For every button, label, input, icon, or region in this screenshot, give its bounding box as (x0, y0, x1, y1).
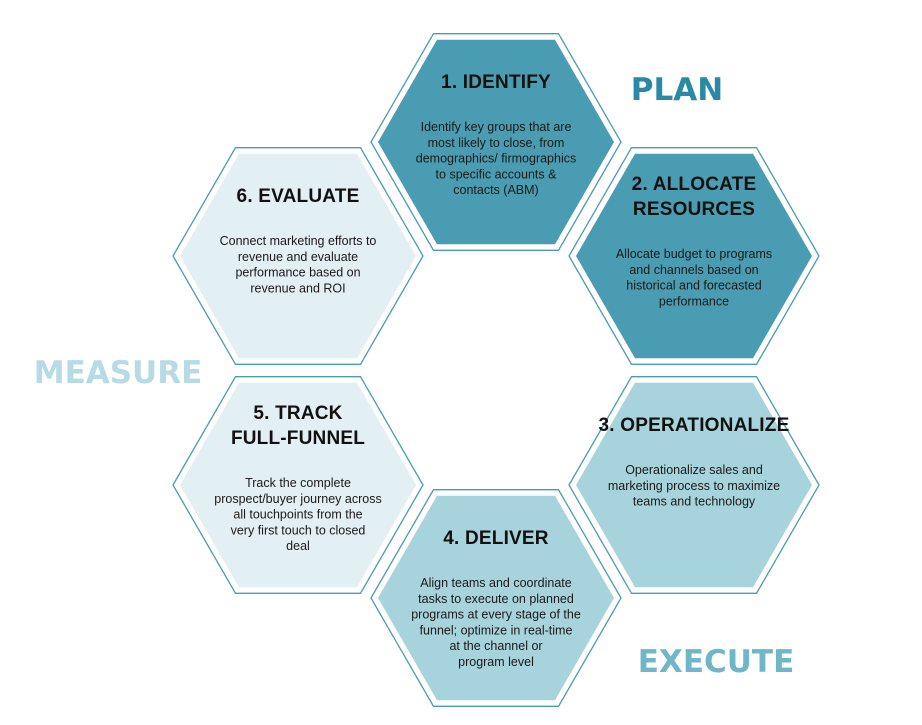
hex-desc-evaluate: performance based on (235, 266, 360, 280)
hex-deliver: 4. DELIVER Align teams and coordinate task… (370, 489, 622, 707)
hex-title-allocate: RESOURCES (633, 199, 755, 220)
hex-fill-identify (378, 39, 614, 245)
hex-title-allocate: 2. ALLOCATE (632, 174, 757, 195)
hex-desc-allocate: historical and forecasted (626, 279, 762, 293)
hex-title-operationalize: 3. OPERATIONALIZE (599, 415, 790, 436)
hex-desc-operationalize: marketing process to maximize (608, 479, 780, 493)
phase-label-plan: PLAN (631, 72, 723, 108)
hex-title-deliver: 4. DELIVER (443, 528, 549, 549)
hex-operationalize: 3. OPERATIONALIZE Operationalize sales an… (568, 376, 820, 594)
hex-evaluate: 6. EVALUATE Connect marketing efforts to r… (172, 147, 424, 365)
hex-fill-evaluate (180, 153, 416, 359)
hexagon-layer: 1. IDENTIFY Identify key groups that are m… (172, 33, 820, 707)
hex-desc-deliver: at the channel or (449, 639, 542, 653)
hex-desc-identify: contacts (ABM) (453, 183, 538, 197)
hex-desc-operationalize: Operationalize sales and (625, 463, 763, 477)
hex-desc-track: deal (286, 539, 310, 553)
hex-desc-track: all touchpoints from the (233, 508, 362, 522)
hex-track: 5. TRACK FULL-FUNNEL Track the complete pro… (172, 376, 424, 594)
hex-fill-deliver (378, 495, 614, 701)
hex-desc-deliver: tasks to execute on planned (418, 592, 574, 606)
hex-title-track: 5. TRACK (253, 403, 342, 424)
hex-desc-deliver: program level (458, 655, 534, 669)
hex-desc-identify: Identify key groups that are (421, 120, 572, 134)
hex-desc-allocate: performance (659, 294, 729, 308)
hex-desc-deliver: Align teams and coordinate (420, 576, 572, 590)
hex-title-track: FULL-FUNNEL (231, 428, 365, 449)
hex-fill-allocate (576, 153, 812, 359)
hex-desc-track: very first touch to closed (231, 523, 366, 537)
hex-desc-identify: to specific accounts & (436, 167, 558, 181)
hex-fill-operationalize (576, 382, 812, 588)
hex-desc-evaluate: revenue and evaluate (238, 250, 358, 264)
hex-desc-deliver: funnel; optimize in real-time (420, 623, 573, 637)
hex-desc-evaluate: Connect marketing efforts to (220, 234, 377, 248)
hex-desc-evaluate: revenue and ROI (250, 281, 345, 295)
hex-desc-allocate: Allocate budget to programs (616, 247, 772, 261)
hex-allocate: 2. ALLOCATE RESOURCES Allocate budget to p… (568, 147, 820, 365)
hex-desc-identify: demographics/ firmographics (416, 152, 577, 166)
hex-fill-track (180, 382, 416, 588)
hex-desc-track: prospect/buyer journey across (214, 492, 381, 506)
hex-title-evaluate: 6. EVALUATE (237, 186, 360, 207)
phase-label-measure: MEASURE (34, 355, 203, 391)
phase-label-execute: EXECUTE (638, 644, 795, 680)
hex-desc-deliver: programs at every stage of the (411, 608, 581, 622)
hex-desc-operationalize: teams and technology (633, 495, 756, 509)
hex-identify: 1. IDENTIFY Identify key groups that are m… (370, 33, 622, 251)
hex-title-identify: 1. IDENTIFY (441, 72, 551, 93)
hex-desc-identify: most likely to close, from (428, 136, 565, 150)
hex-desc-track: Track the complete (245, 476, 351, 490)
hex-desc-allocate: and channels based on (629, 263, 758, 277)
